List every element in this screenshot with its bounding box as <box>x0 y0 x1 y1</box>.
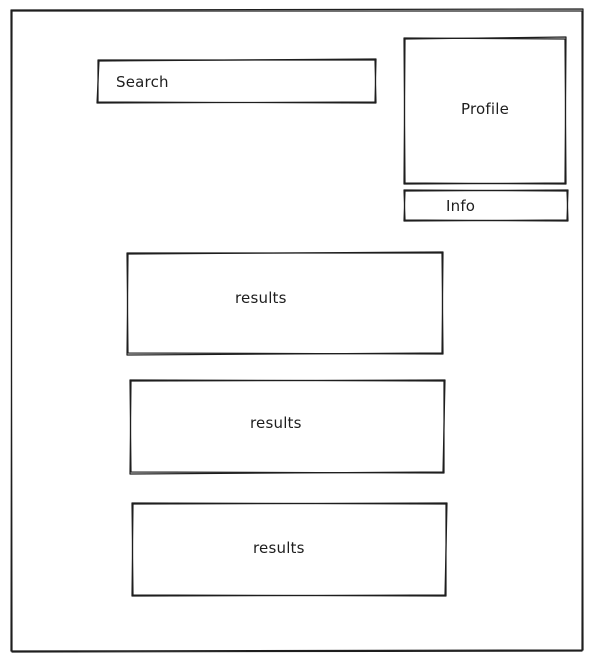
search-label: Search <box>116 72 169 91</box>
search-input[interactable]: Search <box>98 60 376 103</box>
result-label: results <box>253 538 305 557</box>
profile-panel[interactable]: Profile <box>404 38 566 184</box>
result-card[interactable]: results <box>132 503 446 596</box>
result-card[interactable]: results <box>127 253 443 354</box>
profile-label: Profile <box>460 100 510 118</box>
info-label: Info <box>446 196 476 215</box>
result-card[interactable]: results <box>130 380 444 473</box>
result-label: results <box>250 413 302 432</box>
result-label: results <box>235 288 287 307</box>
info-button[interactable]: Info <box>404 190 568 221</box>
